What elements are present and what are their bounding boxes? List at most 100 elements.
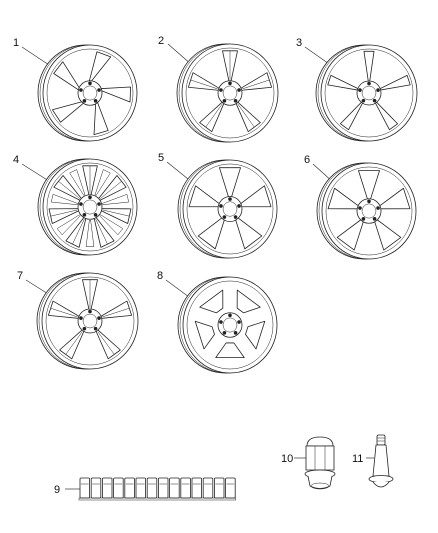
weight-tape [78, 497, 237, 501]
weight-segment [124, 477, 135, 499]
wheel-spoke-secondary [102, 193, 130, 205]
rim-inner-lip [45, 276, 135, 366]
lug-hole [93, 213, 98, 217]
rim-inner-lip [324, 48, 414, 138]
lug-hole [228, 197, 232, 201]
spoke-split-line [72, 218, 85, 244]
wheel-spoke-secondary [85, 220, 95, 247]
valve-stem [366, 434, 394, 488]
wheel-8 [165, 276, 278, 374]
lug-hole [93, 99, 98, 103]
spoke-split-line [205, 103, 223, 128]
wheel-window [215, 342, 245, 359]
wheel-center-cap [82, 85, 98, 101]
lug-hole [222, 215, 227, 219]
weight-segment [90, 477, 102, 499]
wheel-7 [25, 272, 139, 370]
callout-11: 11 [352, 453, 363, 465]
lug-hole [219, 88, 223, 92]
lug-hole [222, 331, 227, 335]
weight-segment [225, 477, 236, 499]
lug-hole [237, 320, 241, 324]
spoke-split-line [95, 218, 108, 244]
weight-segment [169, 477, 180, 499]
weight-segment [191, 477, 203, 499]
balance-weights [65, 477, 237, 501]
lug-hole [82, 213, 87, 217]
lug-hole [237, 88, 241, 92]
weight-segment [102, 477, 113, 499]
wheel-center-cap [361, 85, 377, 101]
lug-hole [372, 217, 377, 221]
lug-hole [233, 215, 238, 219]
lug-hole [88, 195, 92, 200]
hardware-layer [65, 434, 394, 501]
lug-hole [82, 326, 87, 331]
wheel-center-cap [222, 201, 238, 217]
weight-segment [202, 477, 214, 499]
spoke-split-line [50, 308, 78, 318]
rim-inner-lip [325, 166, 413, 256]
rim-inner-lip [46, 48, 134, 138]
wheel-4 [21, 158, 138, 256]
wheel-6 [312, 162, 417, 260]
lug-hole [88, 309, 92, 314]
weight-segment [79, 477, 91, 499]
lug-nut-hex [305, 445, 335, 471]
lug-hole [361, 217, 366, 221]
rim-inner-lip [185, 47, 275, 139]
lug-hole [228, 313, 232, 318]
lug-hole [358, 88, 362, 92]
lug-hole [79, 316, 83, 320]
lug-hole [88, 81, 92, 86]
wheel-hub [217, 196, 243, 222]
wheel-window [236, 289, 261, 314]
callout-5: 5 [158, 152, 164, 164]
callout-7: 7 [17, 270, 23, 282]
valve-stem-body [372, 444, 390, 477]
spoke-split-line [102, 308, 130, 318]
weight-segment [146, 477, 158, 499]
lug-hole [376, 206, 380, 210]
weight-segment [213, 477, 225, 499]
lug-hole [93, 326, 98, 331]
lug-hole [97, 202, 101, 206]
lug-hole [233, 331, 238, 335]
spoke-split-line [100, 181, 122, 199]
rim-inner-lip [186, 280, 274, 370]
valve-cap [376, 434, 386, 446]
spoke-split-line [242, 79, 270, 90]
wheel-3 [304, 44, 418, 142]
lug-nut [294, 436, 336, 490]
callout-2: 2 [158, 35, 164, 47]
wheel-center-cap [361, 203, 377, 219]
lug-hole [219, 204, 223, 208]
lug-hole [79, 88, 83, 92]
rim-inner-lip [46, 162, 134, 252]
lug-hole [361, 98, 366, 103]
lug-hole [237, 204, 241, 208]
weight-segment [113, 477, 124, 499]
wheel-window [199, 289, 224, 314]
weight-segment [135, 477, 147, 499]
wheel-center-cap [222, 317, 238, 333]
lug-hole [222, 99, 227, 103]
valve-stem-flange [368, 475, 394, 483]
weight-segment [157, 477, 169, 499]
wheel-2 [167, 43, 279, 143]
callout-3: 3 [296, 37, 302, 49]
lug-hole [358, 206, 362, 210]
valve-stem-base [372, 481, 390, 488]
spoke-split-line [50, 209, 78, 217]
lug-nut-seat [307, 475, 333, 489]
wheels-layer [21, 43, 418, 374]
lug-hole [97, 316, 101, 320]
callout-1: 1 [13, 37, 19, 49]
lug-hole [367, 81, 371, 86]
wheel-window [194, 320, 215, 350]
wheel-center-cap [82, 313, 98, 329]
callout-6: 6 [304, 154, 310, 166]
wheel-spoke-secondary [99, 214, 124, 236]
callout-10: 10 [281, 453, 293, 465]
